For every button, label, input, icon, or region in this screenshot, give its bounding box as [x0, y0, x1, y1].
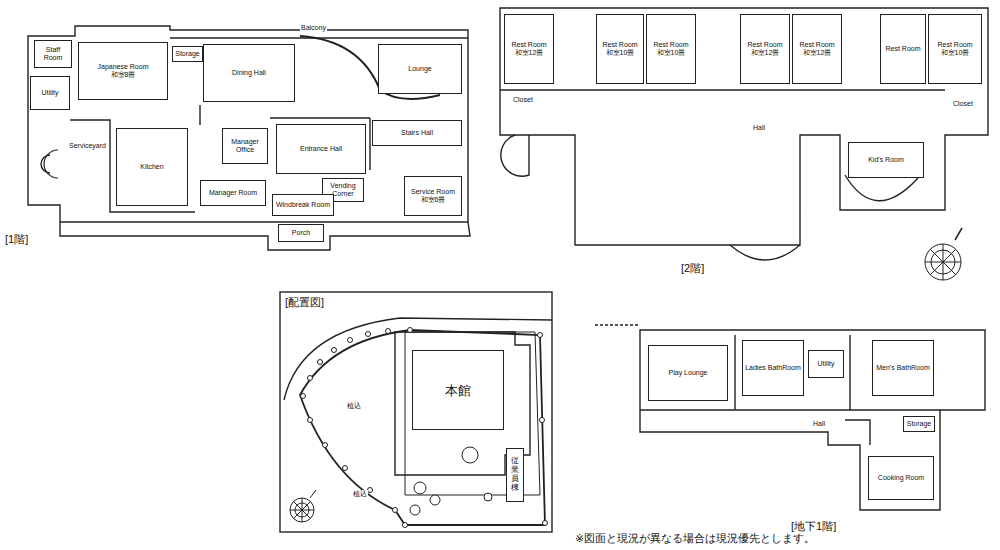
room-size: 和室10畳 [941, 49, 970, 57]
room-name: Play Lounge [669, 369, 708, 377]
room-name: Lounge [408, 65, 431, 73]
room-box: Storage [172, 46, 203, 62]
room-name: Japanese Room [98, 63, 149, 71]
area-label: 植込 [352, 490, 368, 498]
room-box: Service Room和室6畳 [404, 176, 462, 216]
room-name: Storage [907, 420, 932, 428]
area-label: Closet [952, 100, 974, 108]
room-size: 和室8畳 [111, 71, 136, 79]
room-name: Storage [175, 50, 200, 58]
room-size: 和室6畳 [421, 196, 446, 204]
room-box: Entrance Hall [276, 124, 366, 174]
room-box: Dining Hall [203, 44, 295, 102]
room-box: Men's BathRoom [872, 340, 934, 396]
room-name: Ladies BathRoom [745, 364, 801, 372]
room-box: Play Lounge [648, 345, 728, 401]
room-name: Manager Room [209, 189, 257, 197]
room-name: Dining Hall [232, 69, 266, 77]
room-name: Rest Room [602, 41, 637, 49]
floor-label: [2階] [680, 262, 705, 275]
room-name: 本館 [445, 383, 471, 398]
area-label: Serviceyard [68, 142, 107, 150]
room-box: Manager Room [200, 180, 266, 206]
room-name: Utility [41, 89, 58, 97]
room-name: Staff Room [37, 46, 69, 62]
room-box: Stairs Hall [372, 120, 462, 146]
floor-label: [配置図] [284, 296, 325, 309]
room-name: Service Room [411, 188, 455, 196]
area-label: Balcony [300, 24, 327, 32]
room-name: Rest Room [799, 41, 834, 49]
room-box: Staff Room [34, 40, 72, 68]
room-size: 和室12畳 [751, 49, 780, 57]
room-box: Rest Room [880, 14, 926, 84]
room-name: Utility [817, 360, 834, 368]
room-box: Kitchen [116, 128, 188, 206]
room-name: Rest Room [937, 41, 972, 49]
room-box: 本館 [412, 350, 504, 430]
room-box: Rest Room和室12畳 [792, 14, 842, 84]
room-box: Rest Room和室12畳 [504, 14, 554, 84]
room-box: Lounge [378, 44, 462, 94]
room-box: Kid's Room [848, 142, 924, 178]
room-box: Utility [30, 76, 70, 110]
room-box: Storage [903, 416, 935, 432]
room-name: Porch [292, 229, 310, 237]
room-name: Rest Room [885, 45, 920, 53]
room-name: Kid's Room [868, 156, 904, 164]
room-box: Utility [808, 350, 844, 378]
room-size: 和室12畳 [515, 49, 544, 57]
room-box: Windbreak Room [272, 194, 334, 216]
area-label: Hall [812, 420, 826, 428]
room-box: Rest Room和室10畳 [596, 14, 644, 84]
room-name: Entrance Hall [300, 145, 342, 153]
room-name: Stairs Hall [401, 129, 433, 137]
room-box: Manager Office [222, 128, 268, 164]
room-box: Japanese Room和室8畳 [78, 42, 168, 100]
room-box: Rest Room和室10畳 [928, 14, 982, 84]
room-box: Rest Room和室12畳 [740, 14, 790, 84]
room-name: Rest Room [511, 41, 546, 49]
room-name: Cooking Room [878, 474, 924, 482]
room-size: 和室10畳 [606, 49, 635, 57]
area-label: 植込 [346, 402, 362, 410]
room-name: Men's BathRoom [876, 364, 929, 372]
plan-note: ※図面と現況が異なる場合は現況優先とします。 [574, 532, 816, 545]
room-name: Windbreak Room [276, 201, 330, 209]
room-box: Porch [278, 224, 324, 242]
room-box: Rest Room和室10畳 [646, 14, 696, 84]
room-name: Rest Room [653, 41, 688, 49]
area-label: Closet [512, 96, 534, 104]
room-box: Ladies BathRoom [742, 340, 804, 396]
room-box: Cooking Room [868, 456, 934, 500]
room-name: Rest Room [747, 41, 782, 49]
room-name: Kitchen [140, 163, 163, 171]
room-size: 和室10畳 [657, 49, 686, 57]
area-label: Hall [752, 124, 766, 132]
room-size: 和室12畳 [803, 49, 832, 57]
building-block: 従業員棟 [506, 448, 524, 502]
room-name: Manager Office [225, 138, 265, 154]
floor-label: [1階] [4, 233, 29, 246]
room-name: 従業員棟 [511, 457, 519, 492]
